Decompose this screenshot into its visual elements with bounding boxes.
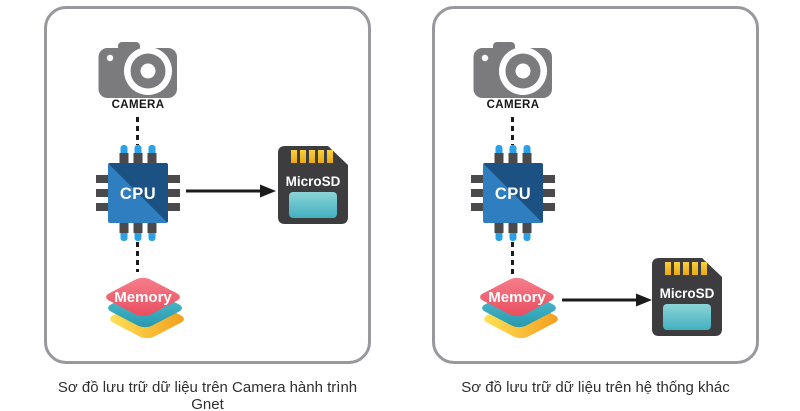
arrow-cpu-to-microsd: [186, 184, 276, 198]
camera-label: CAMERA: [111, 99, 165, 111]
cpu-label: CPU: [120, 185, 156, 203]
dotted-connector-cpu-memory: [511, 242, 514, 274]
camera-label: CAMERA: [486, 99, 540, 111]
memory-label: Memory: [114, 289, 172, 306]
caption-gnet: Sơ đồ lưu trữ dữ liệu trên Camera hành t…: [57, 379, 358, 411]
memory-icon: Memory: [480, 277, 558, 339]
dotted-connector-camera-cpu: [511, 117, 514, 145]
microsd-label: MicroSD: [286, 174, 341, 189]
memory-label: Memory: [488, 289, 546, 306]
cpu-label: CPU: [495, 185, 531, 203]
caption-other-system: Sơ đồ lưu trữ dữ liệu trên hệ thống khác: [461, 379, 730, 396]
cpu-icon: CPU: [471, 145, 555, 241]
camera-icon: [98, 42, 177, 98]
cpu-icon: CPU: [96, 145, 180, 241]
dotted-connector-camera-cpu: [136, 117, 139, 145]
memory-icon: Memory: [106, 277, 184, 339]
camera-icon: [473, 42, 552, 98]
arrow-memory-to-microsd: [562, 293, 652, 307]
microsd-icon: MicroSD: [278, 146, 348, 224]
dotted-connector-cpu-memory: [136, 242, 139, 272]
microsd-icon: MicroSD: [652, 258, 722, 336]
microsd-label: MicroSD: [660, 286, 715, 301]
